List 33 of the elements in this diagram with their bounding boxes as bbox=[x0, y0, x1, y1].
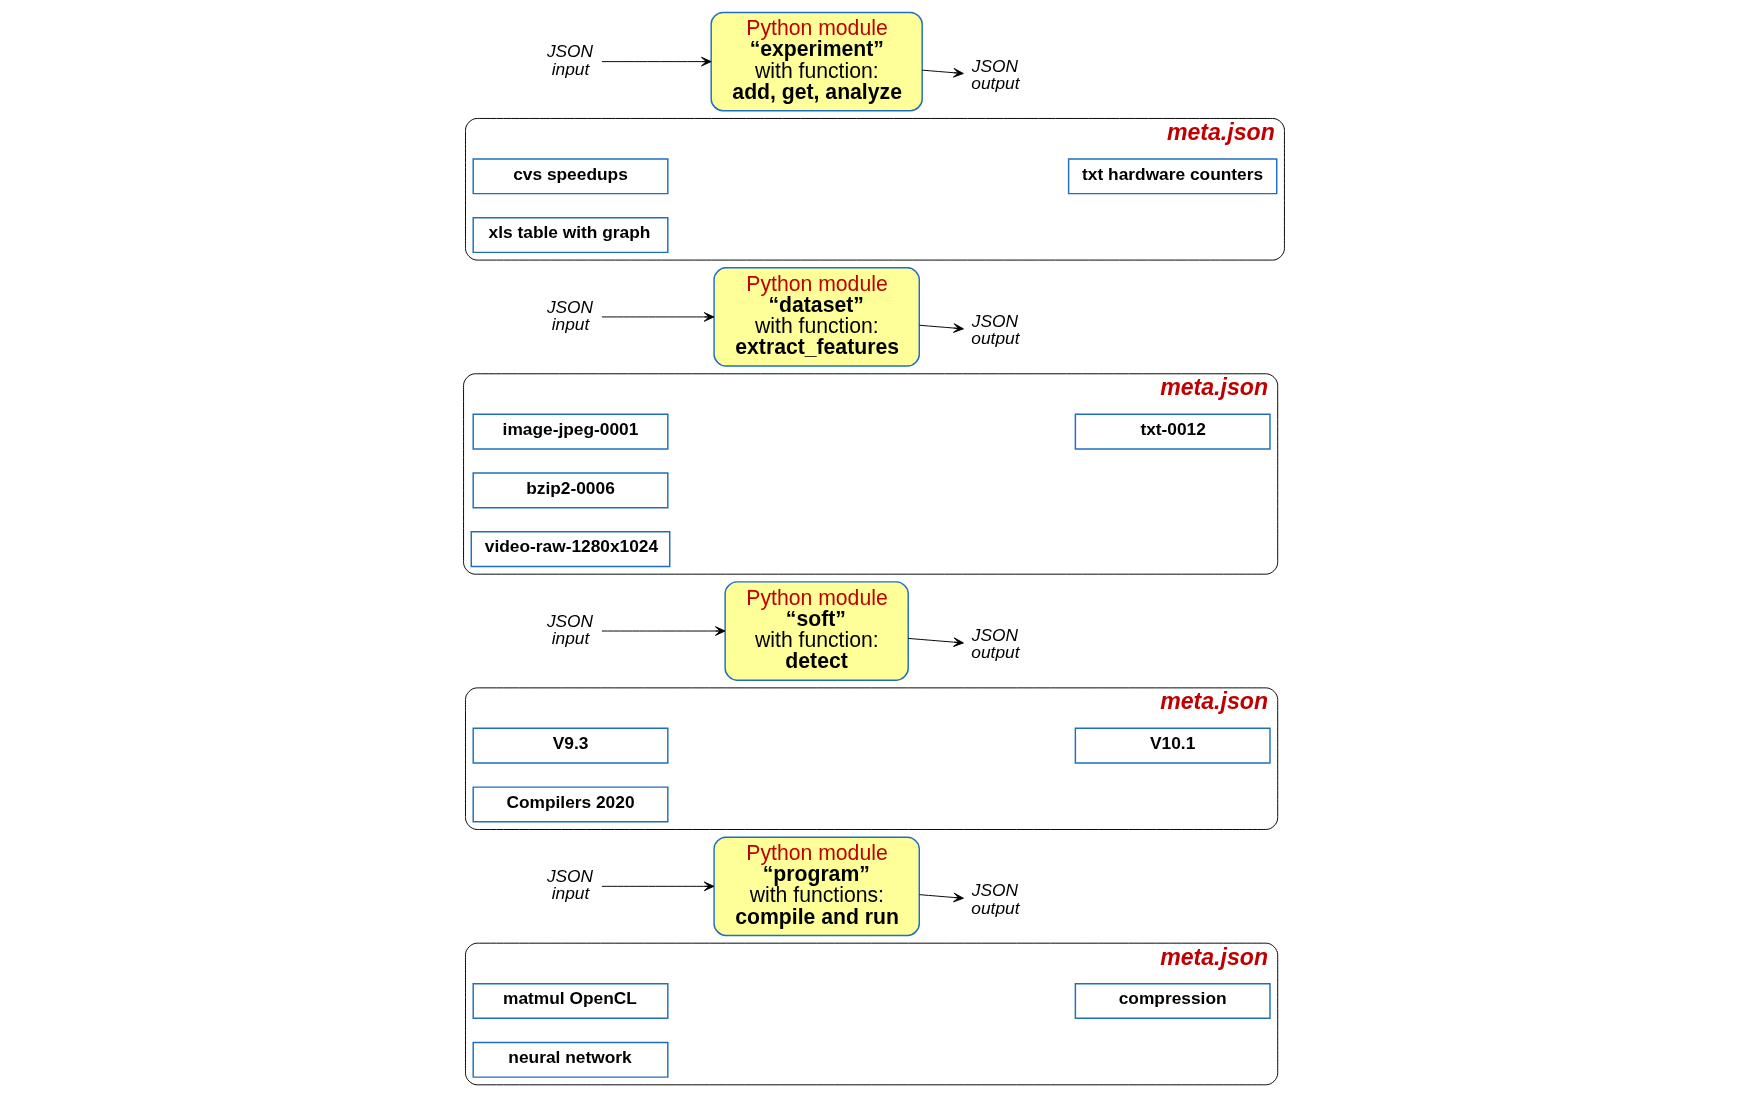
arrow bbox=[918, 892, 964, 903]
node-text: JSON output bbox=[970, 55, 1019, 93]
node-text: JSON output bbox=[970, 310, 1019, 349]
node-text: JSON output bbox=[970, 625, 1019, 663]
arrow bbox=[907, 637, 964, 647]
node-text: JSON input bbox=[546, 610, 593, 648]
arrow bbox=[600, 881, 714, 892]
node-box: compression bbox=[1074, 982, 1271, 1020]
node-text: JSON input bbox=[546, 296, 593, 334]
node-box: neural network bbox=[471, 1041, 669, 1078]
node-box: bzip2-0006 bbox=[471, 472, 669, 509]
node-box: Python module “program” with functions: compile and run bbox=[712, 836, 920, 937]
node-box: Python module “experiment” with function: add, get, analyze bbox=[709, 11, 923, 112]
arrow bbox=[921, 67, 964, 78]
node-box: V9.3 bbox=[471, 727, 669, 764]
node-box: matmul OpenCL bbox=[471, 982, 669, 1020]
node-text: JSON input bbox=[546, 41, 593, 79]
node-box: txt-0012 bbox=[1074, 413, 1271, 450]
node-box: txt hardware counters bbox=[1067, 158, 1277, 195]
node-box: cvs speedups bbox=[471, 158, 669, 195]
node-text: JSON output bbox=[970, 880, 1019, 918]
node-box: image-jpeg-0001 bbox=[471, 413, 669, 450]
node-box: Compilers 2020 bbox=[471, 786, 669, 823]
arrow bbox=[600, 312, 714, 322]
node-text: JSON input bbox=[546, 865, 593, 904]
arrow bbox=[918, 323, 964, 333]
arrow bbox=[600, 626, 726, 636]
node-box: V10.1 bbox=[1074, 727, 1271, 764]
node-box: Python module “soft” with function: detect bbox=[723, 581, 909, 681]
arrow bbox=[600, 56, 712, 67]
node-box: video-raw-1280x1024 bbox=[470, 531, 670, 568]
node-box: Python module “dataset” with function: extract_features bbox=[712, 267, 920, 367]
node-box: xls table with graph bbox=[471, 216, 669, 254]
